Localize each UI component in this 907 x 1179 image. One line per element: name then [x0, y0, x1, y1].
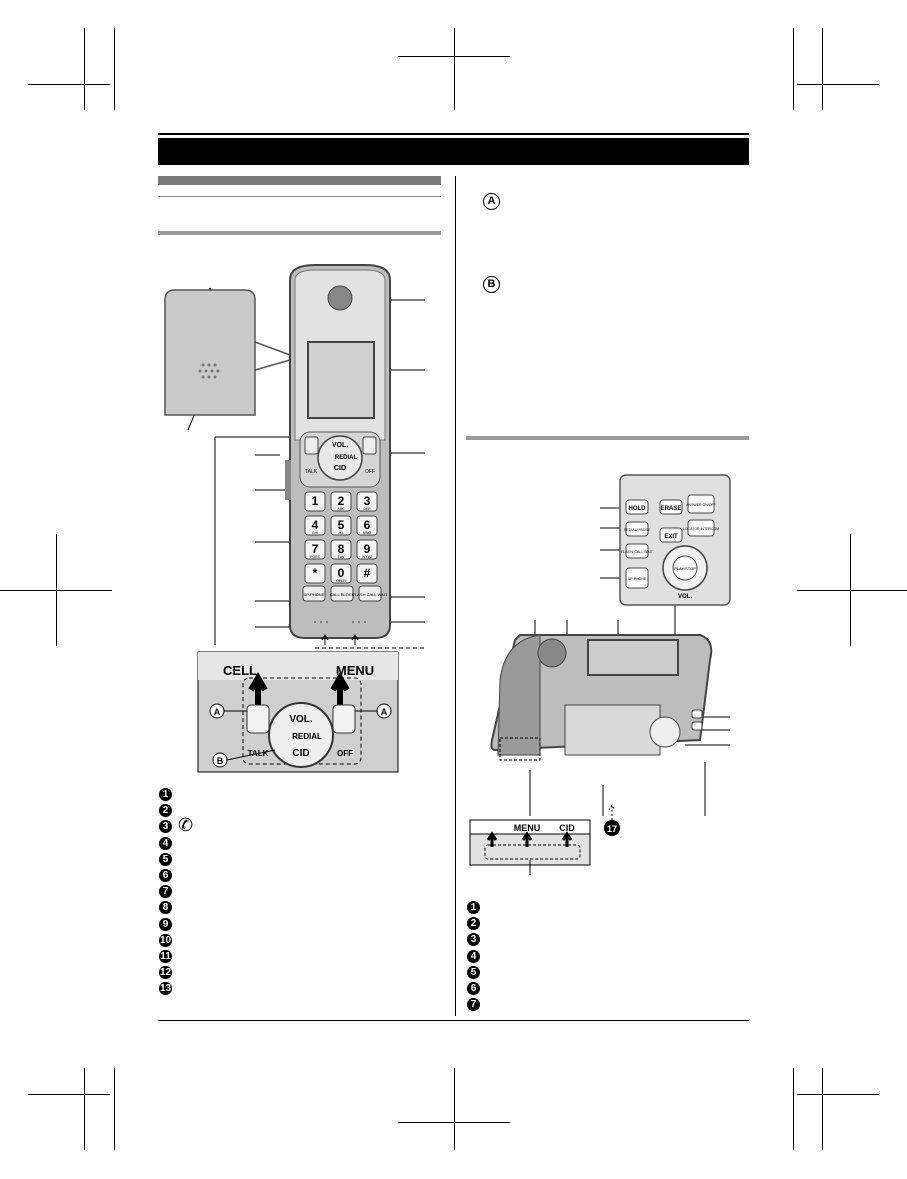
keypad-key: [330, 563, 352, 584]
keypad-letters: PQRS: [310, 555, 321, 559]
keypad-digit: 9: [364, 542, 371, 556]
handset-cid-label: CID: [334, 465, 346, 472]
handset-redial-label: REDIAL: [335, 455, 358, 461]
zoom-cid-label: CID: [292, 748, 309, 759]
header-rule: [158, 133, 749, 135]
base-answer-label: ANSWER ON/OFF: [686, 503, 716, 507]
callout-a-right: A: [381, 707, 388, 717]
footer-rule: [158, 1020, 749, 1021]
list-item: 6: [159, 868, 172, 882]
list-item: 11: [159, 949, 172, 963]
softkey-left-label: CELL: [223, 663, 257, 678]
list-item: 1: [159, 788, 172, 801]
column-divider: [455, 176, 456, 1016]
keypad-letters: MNO: [363, 531, 371, 535]
base-flash-label: FLASH/ CALL WAIT: [621, 550, 653, 554]
keypad-key: [356, 539, 378, 560]
keypad-key: [304, 539, 326, 560]
list-item: 13: [159, 982, 172, 996]
base-redial-label: REDIAL/ PAUSE: [624, 528, 651, 532]
keypad-digit: *: [313, 566, 318, 580]
keypad-digit: 0: [338, 566, 345, 580]
list-item: 8: [159, 901, 172, 915]
base-locator-label: LOCATOR INTERCOM: [683, 527, 719, 531]
subsection-bar-base: [466, 436, 749, 440]
keypad-digit: 4: [312, 518, 319, 532]
keypad-key: [330, 491, 352, 512]
softkey-right-label: MENU: [336, 663, 374, 678]
zoom-off-label: OFF: [337, 749, 353, 758]
list-item: 3: [467, 933, 480, 947]
handset-callblock-label: CALL BLOCK: [330, 592, 355, 597]
handset-vol-label: VOL.: [332, 442, 348, 449]
list-item: 2: [467, 917, 480, 931]
list-item: 10: [159, 933, 172, 947]
keypad-key: [330, 515, 352, 536]
section-bar: [158, 176, 441, 185]
base-speaker-label: SP-PHONE: [628, 577, 647, 581]
handset-talk-label: TALK: [305, 469, 318, 475]
keypad-digit: 8: [338, 542, 345, 556]
list-item: 3: [159, 820, 172, 834]
base-exit-label: EXIT: [664, 534, 678, 540]
talk-phone-icon: ✆: [178, 815, 194, 835]
subsection-bar-handset: [158, 231, 441, 235]
section-rule: [158, 196, 441, 197]
list-item: 4: [467, 949, 480, 963]
base-unit-illustration: HOLD REDIAL/ PAUSE FLASH/ CALL WAIT SP-P…: [469, 474, 731, 875]
base-erase-label: ERASE: [661, 506, 682, 512]
keypad-digit: 5: [338, 518, 345, 532]
keypad-key: [356, 563, 378, 584]
base-parts-list: 1 2 3 4 5 6 7: [467, 901, 480, 1014]
list-item: 9: [159, 917, 172, 931]
handset-speaker-label: SP-PHONE: [304, 592, 325, 597]
keypad-key: [304, 515, 326, 536]
list-item: 4: [159, 836, 172, 850]
callout-b: B: [217, 756, 224, 766]
keypad-key: [304, 491, 326, 512]
keypad-letters: GHI: [312, 531, 318, 535]
keypad-key: [356, 515, 378, 536]
keypad-letters: WXYZ: [362, 555, 373, 559]
keypad-digit: 3: [364, 494, 371, 508]
keypad-digit: 7: [312, 542, 319, 556]
callout-a-left: A: [214, 707, 221, 717]
keypad-key: [330, 539, 352, 560]
list-item: 2: [159, 804, 172, 818]
keypad-digit: 2: [338, 494, 345, 508]
keypad-digit: 6: [364, 518, 371, 532]
keypad-digit: #: [364, 566, 371, 580]
list-item: 5: [467, 965, 480, 979]
list-item: 7: [159, 885, 172, 899]
keypad-key: [304, 563, 326, 584]
marker-a: A: [483, 193, 500, 210]
keypad-letters: JKL: [338, 531, 344, 535]
list-item: 12: [159, 966, 172, 980]
keypad-digit: 1: [312, 494, 319, 508]
list-item: 1: [467, 901, 480, 914]
base-vol-label: VOL.: [678, 594, 692, 600]
handset-flash-label: FLASH CALL WAIT: [353, 592, 388, 597]
keypad-letters: DEF: [364, 507, 371, 511]
keypad-letters: ABC: [337, 507, 345, 511]
handset-parts-list: 1 2 3 4 5 6 7 8 9 10 11 12 13: [159, 788, 172, 998]
zoom-redial-label: REDIAL: [292, 732, 322, 741]
list-item: 5: [159, 852, 172, 866]
base-menu-label: MENU: [514, 823, 541, 833]
base-cid-label: CID: [559, 823, 575, 833]
handset-off-label: OFF: [365, 469, 375, 475]
zoom-vol-label: VOL.: [289, 714, 313, 725]
base-hold-label: HOLD: [629, 506, 647, 512]
keypad-key: [356, 491, 378, 512]
list-item: 6: [467, 981, 480, 995]
list-item: 7: [467, 998, 480, 1012]
base-play-label: PLAY/STOP: [674, 566, 696, 571]
header-bar: [158, 138, 749, 165]
marker-b: B: [483, 276, 500, 293]
callout-17: 17: [607, 824, 617, 834]
keypad-letters: OPER: [336, 579, 346, 583]
keypad-letters: TUV: [338, 555, 346, 559]
